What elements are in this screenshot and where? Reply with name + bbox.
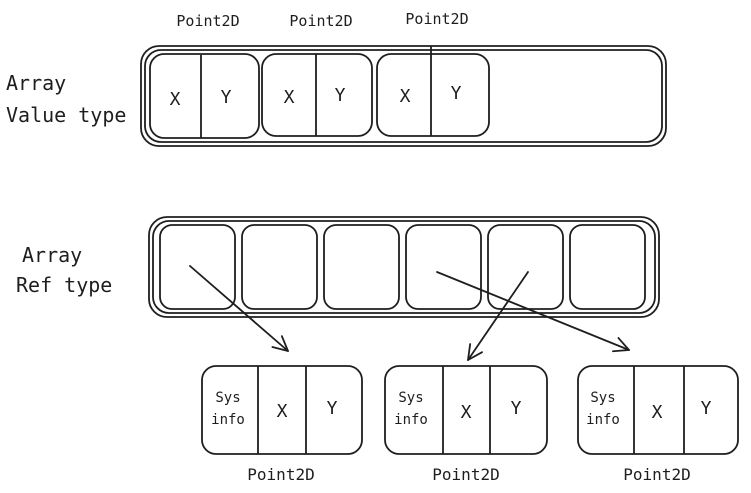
ref-object-title: Point2D xyxy=(623,465,690,484)
value-point-x: X xyxy=(284,87,295,108)
value-point-title: Point2D xyxy=(176,12,239,30)
ref-array-label-line1: Array xyxy=(22,243,82,267)
reference-arrow xyxy=(436,271,630,353)
ref-object-y: Y xyxy=(701,398,712,419)
value-array-container xyxy=(140,45,667,147)
ref-object-sys-line2: info xyxy=(211,412,245,428)
ref-array-slot xyxy=(569,224,646,310)
reference-arrow xyxy=(467,271,529,361)
ref-object-sys-line1: Sys xyxy=(398,390,423,406)
value-point-y: Y xyxy=(221,87,232,108)
ref-object-x: X xyxy=(277,401,288,422)
ref-object-box xyxy=(384,365,548,455)
ref-object-sys-line2: info xyxy=(394,412,428,428)
ref-object-sys-line1: Sys xyxy=(590,390,615,406)
value-point-title: Point2D xyxy=(405,10,468,28)
value-point-y: Y xyxy=(335,85,346,106)
ref-array-slot xyxy=(159,224,236,310)
ref-array-slot xyxy=(323,224,400,310)
ref-object-x: X xyxy=(461,402,472,423)
ref-object-sys-line1: Sys xyxy=(215,390,240,406)
ref-array-label-line2: Ref type xyxy=(16,273,112,297)
value-point-x: X xyxy=(400,86,411,107)
ref-array-slot xyxy=(487,224,564,310)
value-point-y: Y xyxy=(451,83,462,104)
value-point-box xyxy=(376,46,490,137)
reference-arrow xyxy=(189,265,289,352)
value-point-title: Point2D xyxy=(289,12,352,30)
ref-array-slot xyxy=(241,224,318,310)
ref-array-slot xyxy=(405,224,482,310)
value-point-box xyxy=(261,53,373,137)
value-point-x: X xyxy=(170,89,181,110)
value-array-label-line1: Array xyxy=(6,71,66,95)
ref-object-box xyxy=(577,365,739,455)
value-point-box xyxy=(149,53,260,139)
value-array-label-line2: Value type xyxy=(6,103,126,127)
ref-object-title: Point2D xyxy=(432,465,499,484)
ref-object-y: Y xyxy=(327,398,338,419)
ref-object-x: X xyxy=(652,402,663,423)
ref-object-sys-line2: info xyxy=(586,412,620,428)
ref-array-container xyxy=(148,216,660,318)
ref-object-y: Y xyxy=(511,398,522,419)
ref-object-box xyxy=(201,365,363,455)
ref-object-title: Point2D xyxy=(247,465,314,484)
